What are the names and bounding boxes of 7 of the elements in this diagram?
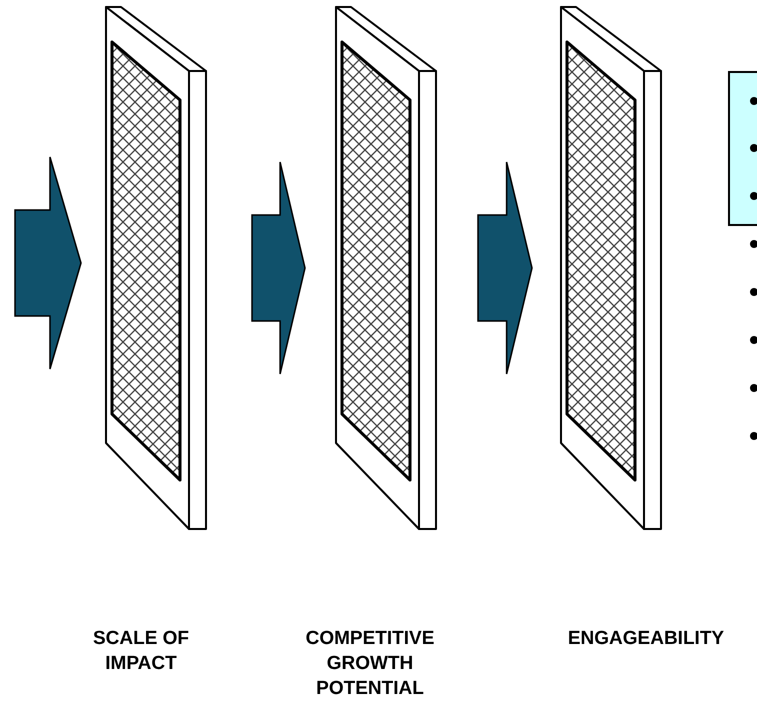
stage-label: SCALE OF IMPACT	[92, 627, 190, 676]
block-arrow	[251, 161, 306, 375]
highlight-panel	[728, 71, 757, 226]
stage-label: COMPETITIVE GROWTH POTENTIAL	[304, 627, 436, 701]
block-arrow	[477, 161, 533, 375]
stage-label: ENGAGEABILITY	[566, 627, 726, 651]
block-arrow	[14, 156, 82, 370]
